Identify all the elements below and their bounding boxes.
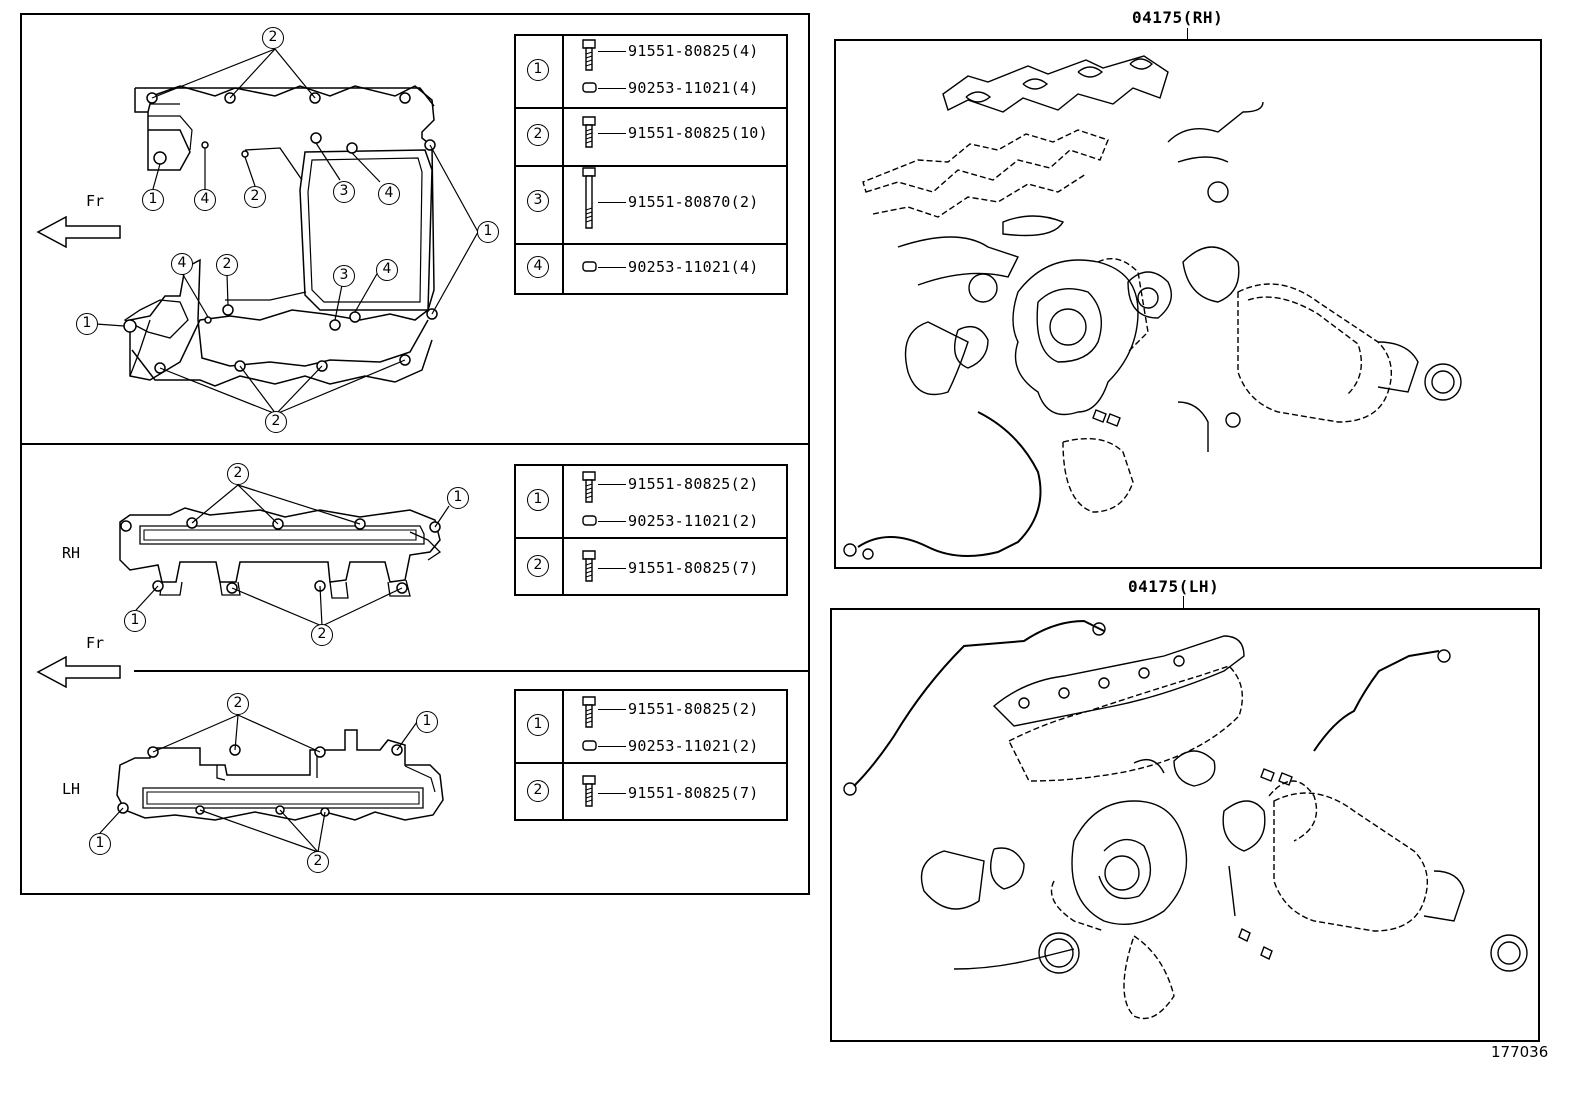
lh-callout-table	[514, 689, 788, 821]
lh-kit-title: 04175(LH)	[1128, 577, 1220, 596]
front-label: Fr	[86, 192, 105, 210]
callout-ref: 1	[527, 59, 549, 81]
marker-4: 4	[376, 259, 398, 281]
marker-1: 1	[416, 711, 438, 733]
lh-label: LH	[62, 780, 81, 798]
part-number: 91551-80870(2)	[628, 193, 759, 211]
upper-manifold-drawing	[30, 20, 550, 450]
marker-1: 1	[447, 487, 469, 509]
marker-2: 2	[265, 411, 287, 433]
callout-row-2	[516, 762, 786, 821]
marker-3: 3	[333, 181, 355, 203]
rh-callout-table	[514, 464, 788, 596]
marker-1: 1	[124, 610, 146, 632]
front-label: Fr	[86, 634, 105, 652]
marker-1: 1	[76, 313, 98, 335]
nut-icon	[581, 260, 599, 274]
callout-ref: 2	[527, 780, 549, 802]
bolt-icon	[580, 115, 600, 151]
marker-2: 2	[311, 624, 333, 646]
part-number: 91551-80825(4)	[628, 42, 759, 60]
bolt-icon	[580, 774, 600, 810]
part-number: 90253-11021(4)	[628, 79, 759, 97]
nut-icon	[581, 81, 599, 95]
marker-2: 2	[244, 186, 266, 208]
callout-ref: 2	[527, 555, 549, 577]
part-number: 91551-80825(2)	[628, 700, 759, 718]
bolt-icon	[580, 695, 600, 731]
panel-divider-upper	[20, 443, 810, 445]
rh-manifold-drawing	[110, 470, 470, 650]
figure-id: 177036	[1491, 1043, 1549, 1061]
marker-4: 4	[171, 253, 193, 275]
callout-ref: 1	[527, 714, 549, 736]
rh-kit-panel	[834, 39, 1542, 569]
bolt-icon	[580, 549, 600, 585]
part-number: 90253-11021(2)	[628, 737, 759, 755]
lh-turbo-kit-drawing	[834, 611, 1534, 1036]
callout-ref: 2	[527, 124, 549, 146]
callout-row-2	[516, 107, 786, 165]
part-number: 90253-11021(2)	[628, 512, 759, 530]
upper-callout-table	[514, 34, 788, 295]
part-number: 90253-11021(4)	[628, 258, 759, 276]
front-arrow-icon	[36, 655, 126, 689]
long-bolt-icon	[580, 166, 600, 232]
marker-2: 2	[227, 463, 249, 485]
marker-4: 4	[194, 189, 216, 211]
marker-4: 4	[378, 183, 400, 205]
callout-ref: 1	[527, 489, 549, 511]
marker-2: 2	[227, 693, 249, 715]
rh-label: RH	[62, 544, 81, 562]
part-number: 91551-80825(7)	[628, 559, 759, 577]
callout-ref: 3	[527, 190, 549, 212]
callout-row-4	[516, 243, 786, 295]
nut-icon	[581, 514, 599, 528]
part-number: 91551-80825(2)	[628, 475, 759, 493]
nut-icon	[581, 739, 599, 753]
lh-kit-panel	[830, 608, 1540, 1042]
part-number: 91551-80825(10)	[628, 124, 768, 142]
rh-turbo-kit-drawing	[838, 42, 1538, 562]
panel-divider-lower	[134, 670, 810, 672]
marker-3: 3	[333, 265, 355, 287]
lh-manifold-drawing	[105, 700, 465, 880]
marker-1: 1	[477, 221, 499, 243]
callout-row-2	[516, 537, 786, 596]
bolt-icon	[580, 470, 600, 506]
marker-2: 2	[216, 254, 238, 276]
marker-2: 2	[262, 27, 284, 49]
bolt-icon	[580, 38, 600, 74]
callout-row-3	[516, 165, 786, 243]
callout-ref: 4	[527, 256, 549, 278]
marker-1: 1	[89, 833, 111, 855]
front-arrow-icon	[36, 215, 126, 249]
marker-1: 1	[142, 189, 164, 211]
rh-kit-title: 04175(RH)	[1132, 8, 1224, 27]
marker-2: 2	[307, 851, 329, 873]
part-number: 91551-80825(7)	[628, 784, 759, 802]
